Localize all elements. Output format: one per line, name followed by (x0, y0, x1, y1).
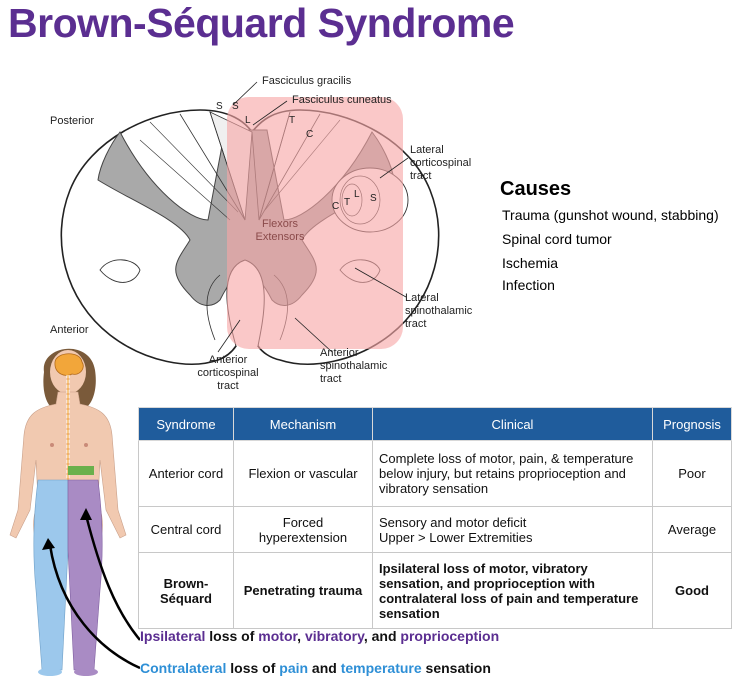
anterior-spinothalamic-label: Anterior spinothalamic tract (320, 347, 388, 385)
cell-prognosis: Average (652, 506, 732, 553)
fasciculus-cuneatus-label: Fasciculus cuneatus (292, 94, 392, 106)
lateral-corticospinal-label: Lateral corticospinal tract (410, 144, 472, 182)
cell-syndrome: Anterior cord (138, 440, 234, 507)
ipsilateral-leg (67, 479, 103, 671)
lesion-highlight (227, 97, 403, 349)
letter-c: C (306, 129, 314, 140)
contralateral-leg (33, 479, 69, 671)
cell-syndrome: Brown-Séquard (138, 552, 234, 629)
cause-item: Trauma (gunshot wound, stabbing) (502, 207, 719, 223)
cause-item: Ischemia (502, 255, 559, 271)
causes-title: Causes (500, 178, 572, 200)
syndrome-table: Syndrome Mechanism Clinical Prognosis An… (138, 407, 732, 629)
header-syndrome: Syndrome (138, 407, 234, 441)
brain-icon (54, 353, 84, 376)
human-figure (9, 348, 140, 676)
cell-mechanism: Forced hyperextension (233, 506, 373, 553)
cell-clinical: Complete loss of motor, pain, & temperat… (372, 440, 653, 507)
cell-mechanism: Flexion or vascular (233, 440, 373, 507)
letter-l: L (245, 115, 251, 126)
lateral-spinothalamic-label: Lateral spinothalamic tract (405, 292, 473, 330)
header-clinical: Clinical (372, 407, 653, 441)
page-title: Brown-Séquard Syndrome (8, 0, 515, 46)
letter-s: S (232, 101, 239, 112)
cause-item: Infection (502, 277, 555, 293)
anterior-corticospinal-label: Anterior corticospinal tract (197, 354, 259, 392)
ipsilateral-caption: Ipsilateral loss of motor, vibratory, an… (140, 628, 500, 644)
table-row: Central cord Forced hyperextension Senso… (138, 506, 732, 553)
header-mechanism: Mechanism (233, 407, 373, 441)
letter-c: C (332, 201, 340, 212)
letter-l: L (354, 189, 360, 200)
cell-prognosis: Good (652, 552, 732, 629)
lesion-band (68, 466, 94, 475)
posterior-label: Posterior (50, 115, 95, 127)
flexors-extensors-label: Flexors Extensors (255, 218, 305, 243)
spinal-cord-diagram (60, 81, 440, 365)
contralateral-caption: Contralateral loss of pain and temperatu… (140, 660, 491, 676)
letter-t: T (289, 115, 296, 126)
cause-item: Spinal cord tumor (502, 231, 612, 247)
table-row: Anterior cord Flexion or vascular Comple… (138, 440, 732, 507)
fasciculus-gracilis-label: Fasciculus gracilis (262, 75, 352, 87)
letter-s: S (216, 101, 223, 112)
letter-t: T (344, 197, 351, 208)
letter-s: S (370, 193, 377, 204)
table-row: Brown-Séquard Penetrating trauma Ipsilat… (138, 552, 732, 629)
cell-clinical: Ipsilateral loss of motor, vibratory sen… (372, 552, 653, 629)
anterior-label: Anterior (50, 324, 89, 336)
cell-prognosis: Poor (652, 440, 732, 507)
cell-mechanism: Penetrating trauma (233, 552, 373, 629)
header-prognosis: Prognosis (652, 407, 732, 441)
cell-syndrome: Central cord (138, 506, 234, 553)
cell-clinical: Sensory and motor deficit Upper > Lower … (372, 506, 653, 553)
